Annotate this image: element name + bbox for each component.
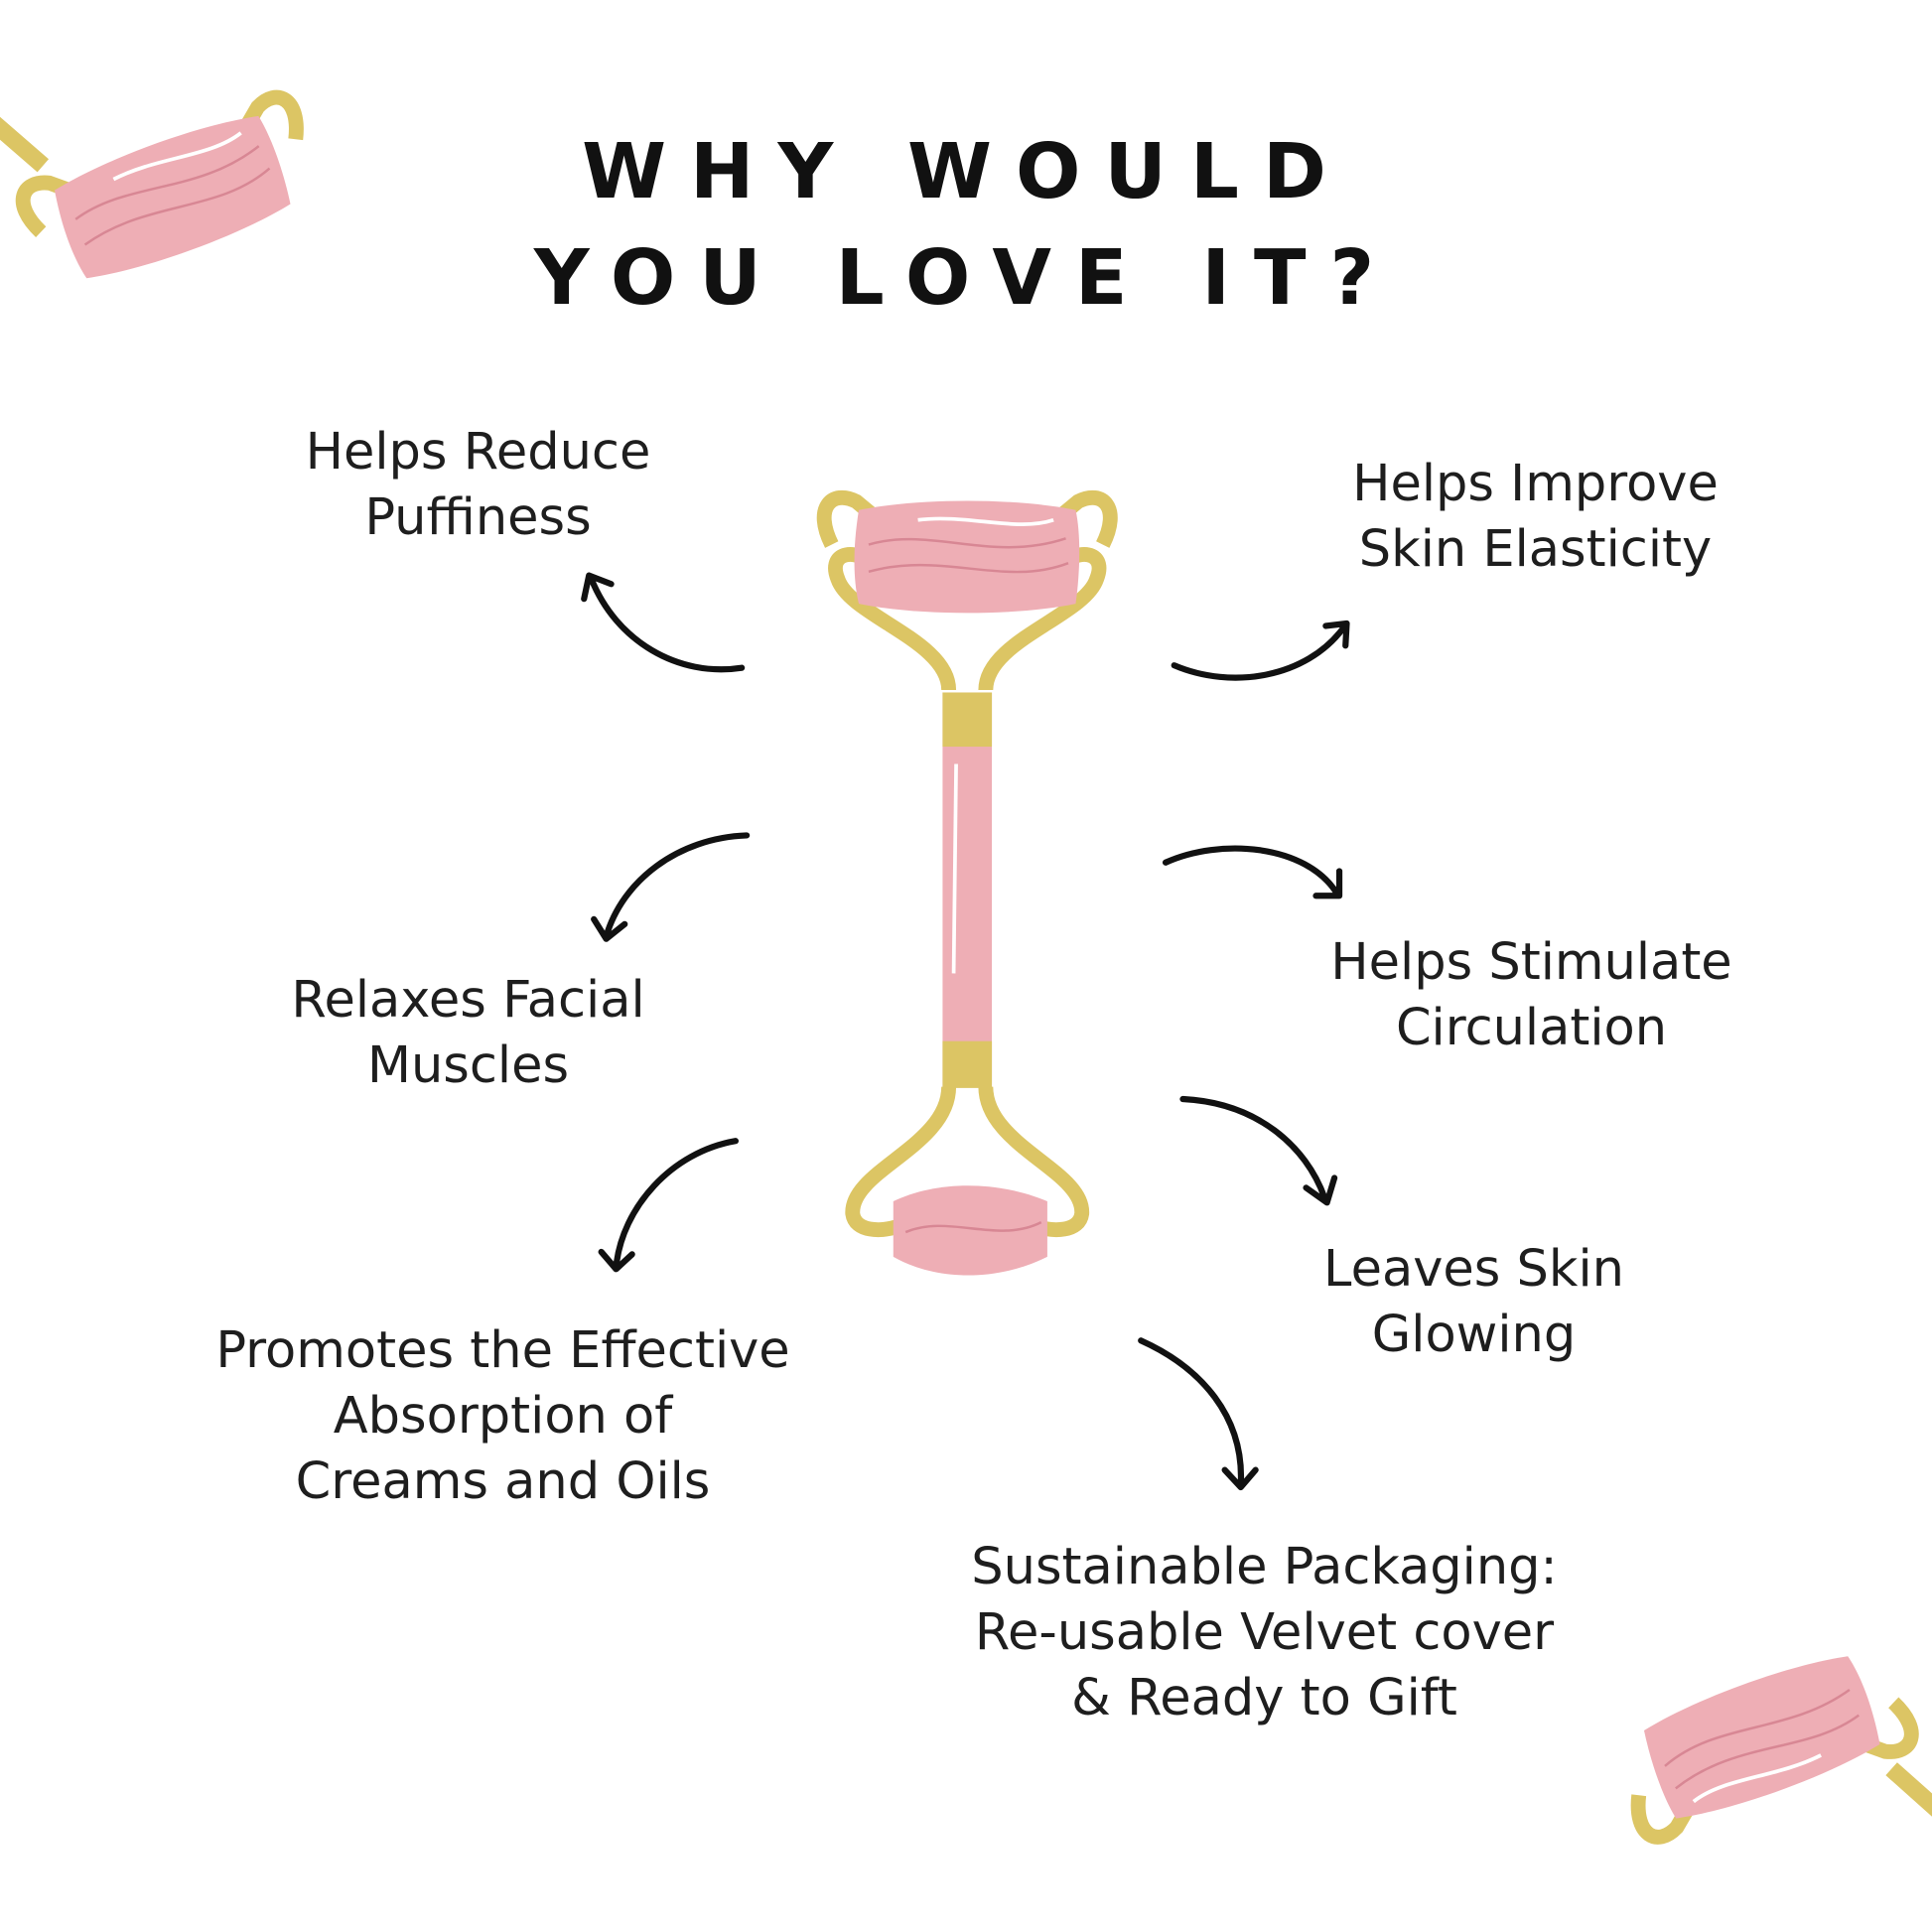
feature-stimulate-circulation: Helps Stimulate Circulation xyxy=(1186,930,1876,1061)
feature-text: Skin Elasticity xyxy=(1358,520,1713,579)
jade-roller-icon xyxy=(824,497,1110,1276)
arrow-icon xyxy=(591,832,751,942)
feature-text: Helps Stimulate xyxy=(1330,933,1732,992)
feature-relaxes-muscles: Relaxes Facial Muscles xyxy=(123,968,813,1099)
feature-text: Puffiness xyxy=(364,488,592,547)
arrow-icon xyxy=(581,572,746,673)
title-line-2: YOU LOVE IT? xyxy=(533,234,1399,323)
feature-skin-elasticity: Helps Improve Skin Elasticity xyxy=(1190,452,1880,583)
feature-text: Re-usable Velvet cover xyxy=(974,1603,1555,1662)
arrow-icon xyxy=(1138,1337,1259,1491)
feature-text: Circulation xyxy=(1395,999,1668,1057)
feature-text: Sustainable Packaging: xyxy=(971,1538,1558,1596)
feature-absorption: Promotes the Effective Absorption of Cre… xyxy=(158,1318,848,1515)
feature-text: Helps Reduce xyxy=(305,423,651,482)
feature-text: Muscles xyxy=(366,1036,570,1095)
page-title: WHY WOULD YOU LOVE IT? xyxy=(0,119,1932,332)
title-line-1: WHY WOULD xyxy=(582,128,1350,216)
feature-text: Creams and Oils xyxy=(295,1452,711,1511)
feature-text: Helps Improve xyxy=(1352,455,1719,513)
corner-roller-top-left-icon xyxy=(0,75,326,325)
arrow-icon xyxy=(1179,1095,1338,1206)
feature-text: Relaxes Facial xyxy=(291,971,645,1030)
feature-text: Absorption of xyxy=(333,1387,673,1446)
feature-text: Leaves Skin xyxy=(1323,1240,1624,1299)
feature-sustainable-packaging: Sustainable Packaging: Re-usable Velvet … xyxy=(919,1535,1609,1731)
feature-text: Glowing xyxy=(1371,1306,1577,1364)
corner-roller-bottom-right-icon xyxy=(1608,1617,1932,1932)
arrow-icon xyxy=(1171,620,1350,681)
arrow-icon xyxy=(598,1138,740,1273)
arrow-icon xyxy=(1162,845,1343,899)
feature-reduce-puffiness: Helps Reduce Puffiness xyxy=(133,420,823,551)
feature-text: & Ready to Gift xyxy=(1071,1669,1457,1727)
feature-text: Promotes the Effective xyxy=(215,1321,790,1380)
feature-skin-glowing: Leaves Skin Glowing xyxy=(1129,1237,1819,1368)
